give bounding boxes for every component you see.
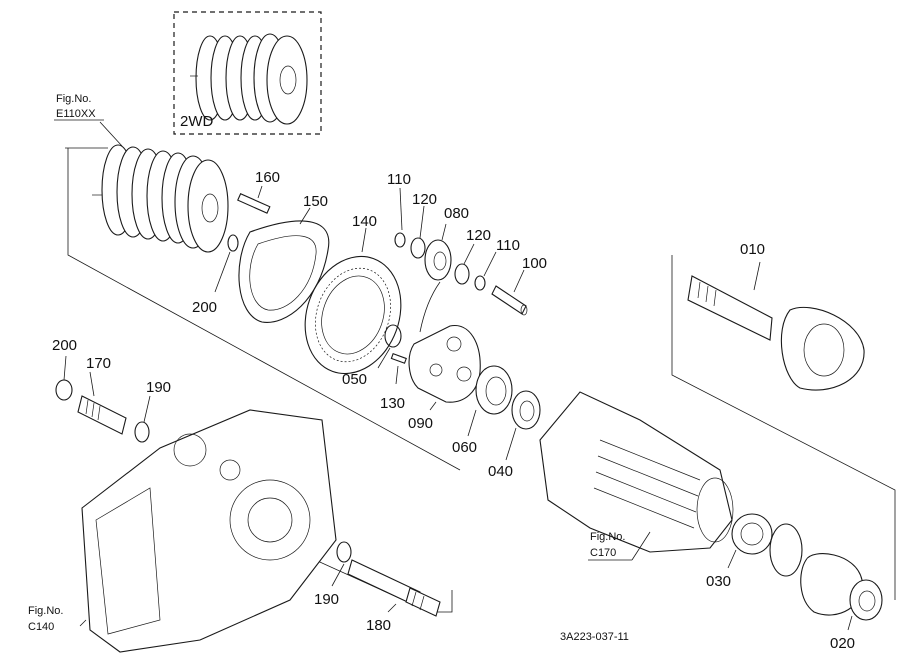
callout-030: 030 — [706, 573, 731, 590]
callout-050: 050 — [342, 371, 367, 388]
ref-c170-line2: C170 — [590, 547, 616, 559]
callout-060: 060 — [452, 439, 477, 456]
callout-110a: 110 — [387, 171, 411, 188]
part-180-shaft — [347, 559, 441, 617]
callout-080: 080 — [444, 205, 469, 222]
callout-180: 180 — [366, 617, 391, 634]
part-160-pin — [237, 185, 271, 214]
inset-label: 2WD — [180, 113, 214, 130]
part-oring-large — [769, 523, 803, 577]
part-110a-washer — [394, 232, 406, 248]
part-130-pin — [390, 353, 407, 364]
part-120b-bearing — [454, 263, 470, 285]
callouts: 160 150 140 110 120 080 120 110 100 010 … — [52, 169, 855, 652]
part-050-circlip — [384, 324, 402, 348]
callout-190b: 190 — [314, 591, 339, 608]
ref-c170-line1: Fig.No. — [590, 531, 625, 543]
callout-090: 090 — [408, 415, 433, 432]
part-100-shaft — [491, 285, 528, 316]
callout-130: 130 — [380, 395, 405, 412]
callout-140: 140 — [352, 213, 377, 230]
ref-e110-line2: E110XX — [56, 108, 96, 120]
drawing-code: 3A223-037-11 — [560, 631, 629, 643]
part-090-carrier — [408, 325, 481, 411]
part-190a-circlip — [134, 421, 150, 443]
part-080-gear — [424, 239, 452, 281]
gear-stack — [394, 187, 528, 333]
ref-c140-line2: C140 — [28, 621, 54, 633]
reference-c140: Fig.No. C140 — [28, 605, 63, 633]
reference-e110: Fig.No. E110XX — [54, 93, 104, 121]
callout-170: 170 — [86, 355, 111, 372]
callout-120a: 120 — [412, 191, 437, 208]
reference-c170: Fig.No. C170 — [588, 531, 651, 561]
ref-c140-line1: Fig.No. — [28, 605, 63, 617]
callout-040: 040 — [488, 463, 513, 480]
part-010-axle — [687, 261, 865, 391]
part-040-seal — [505, 390, 541, 461]
callout-160: 160 — [255, 169, 280, 186]
part-190b-circlip — [336, 541, 352, 563]
callout-020: 020 — [830, 635, 855, 652]
ref-e110-line1: Fig.No. — [56, 93, 91, 105]
part-140-ringgear — [304, 227, 402, 375]
part-110b-washer — [474, 275, 486, 291]
transmission-case — [79, 409, 337, 653]
inset-2wd: 2WD — [173, 11, 322, 135]
callout-100: 100 — [522, 255, 547, 272]
part-200b-oring — [55, 379, 73, 401]
part-060-bearing — [467, 365, 513, 437]
part-020-seal — [847, 579, 883, 631]
clutch-pack — [92, 121, 229, 253]
axle-case — [539, 391, 734, 553]
part-170-shaft — [77, 371, 127, 435]
callout-010: 010 — [740, 241, 765, 258]
callout-110b: 110 — [496, 237, 520, 254]
part-030-bearing — [727, 513, 773, 569]
part-120a-bearing — [410, 237, 426, 259]
part-200-oring — [227, 234, 239, 252]
inset-clutch-pack — [190, 33, 308, 125]
callout-190a: 190 — [146, 379, 171, 396]
callout-120b: 120 — [466, 227, 491, 244]
callout-200a: 200 — [192, 299, 217, 316]
callout-150: 150 — [303, 193, 328, 210]
part-150-ring — [238, 207, 330, 323]
callout-200b: 200 — [52, 337, 77, 354]
